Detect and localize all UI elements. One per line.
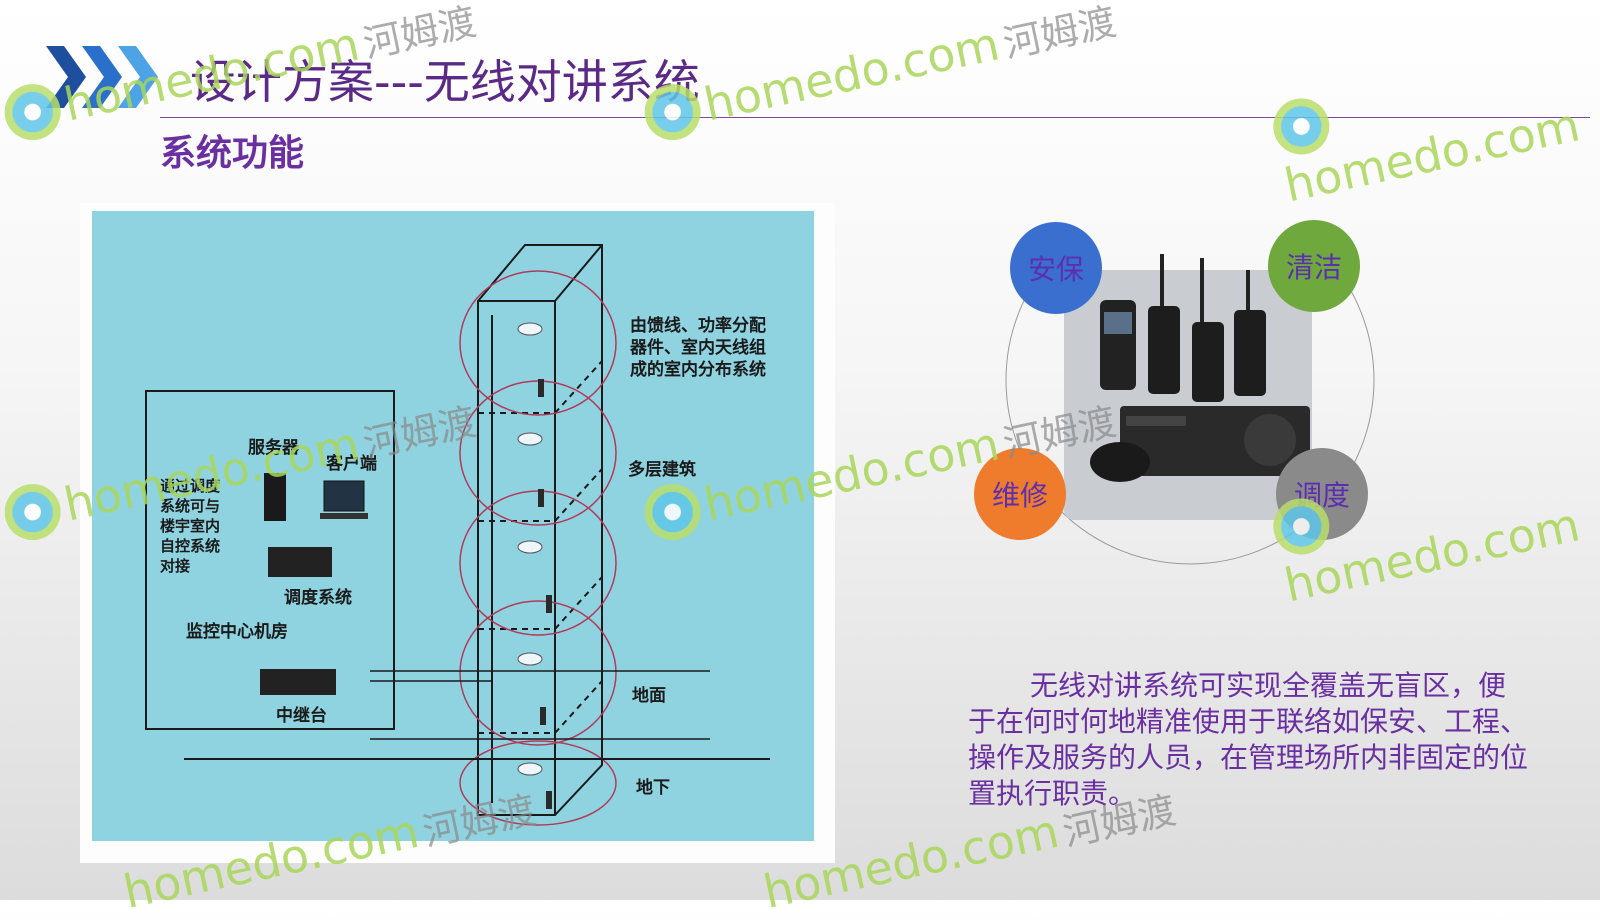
watermark-logo-icon <box>0 478 66 546</box>
function-bubble-maintenance: 维修 <box>974 448 1066 540</box>
label-ground: 地面 <box>632 685 666 706</box>
function-label-maintenance: 维修 <box>991 479 1048 512</box>
watermark-brand: homedo.com <box>1279 97 1585 213</box>
label-note-4: 自控系统 <box>160 537 220 555</box>
watermark-logo-icon <box>1268 93 1335 160</box>
watermark-3: homedo.com <box>1268 38 1600 213</box>
function-label-security: 安保 <box>1027 253 1084 286</box>
client-monitor <box>323 480 365 512</box>
label-note-2: 系统可与 <box>160 497 220 515</box>
label-note-1: 通过调度 <box>160 477 221 495</box>
control-room-box <box>145 390 395 730</box>
function-ring: 安保 清洁 维修 调度 <box>974 220 1380 590</box>
repeater-device <box>260 669 336 695</box>
label-note-5: 对接 <box>160 557 190 575</box>
description-text: 无线对讲系统可实现全覆盖无盲区，便于在何时何地精准使用于联络如保安、工程、操作及… <box>968 668 1528 812</box>
function-bubble-dispatch: 调度 <box>1276 448 1368 540</box>
function-bubble-security: 安保 <box>1010 222 1102 314</box>
watermark-brand: homedo.com <box>699 16 1004 132</box>
watermark-cn: 河姆渡 <box>999 0 1120 67</box>
description-paragraph: 无线对讲系统可实现全覆盖无盲区，便于在何时何地精准使用于联络如保安、工程、操作及… <box>968 669 1529 810</box>
label-server: 服务器 <box>248 437 300 458</box>
wireless-system-diagram: 由馈线、功率分配 器件、室内天线组 成的室内分布系统 多层建筑 地面 地下 服务… <box>80 203 835 863</box>
label-distribution-3: 成的室内分布系统 <box>630 359 766 380</box>
server-device <box>264 473 286 521</box>
watermark-2: homedo.com 河姆渡 <box>639 0 1120 146</box>
label-repeater: 中继台 <box>276 705 327 726</box>
section-subtitle: 系统功能 <box>160 133 305 174</box>
label-distribution-2: 器件、室内天线组 <box>629 337 766 358</box>
label-dispatch: 调度系统 <box>284 587 352 608</box>
label-underground: 地下 <box>636 777 670 798</box>
page-title: 设计方案---无线对讲系统 <box>190 55 700 109</box>
title-divider <box>160 117 1590 118</box>
building <box>477 244 603 816</box>
function-bubble-cleaning: 清洁 <box>1268 220 1360 312</box>
label-distribution-1: 由馈线、功率分配 <box>630 315 766 336</box>
label-client: 客户端 <box>325 453 377 474</box>
label-multi-floor: 多层建筑 <box>628 459 696 480</box>
label-control-room: 监控中心机房 <box>186 621 288 642</box>
label-note-3: 楼宇室内 <box>160 517 220 535</box>
chevron-arrows-icon <box>46 46 158 108</box>
function-label-cleaning: 清洁 <box>1285 251 1342 284</box>
function-label-dispatch: 调度 <box>1293 479 1350 512</box>
dispatch-device <box>268 547 332 577</box>
